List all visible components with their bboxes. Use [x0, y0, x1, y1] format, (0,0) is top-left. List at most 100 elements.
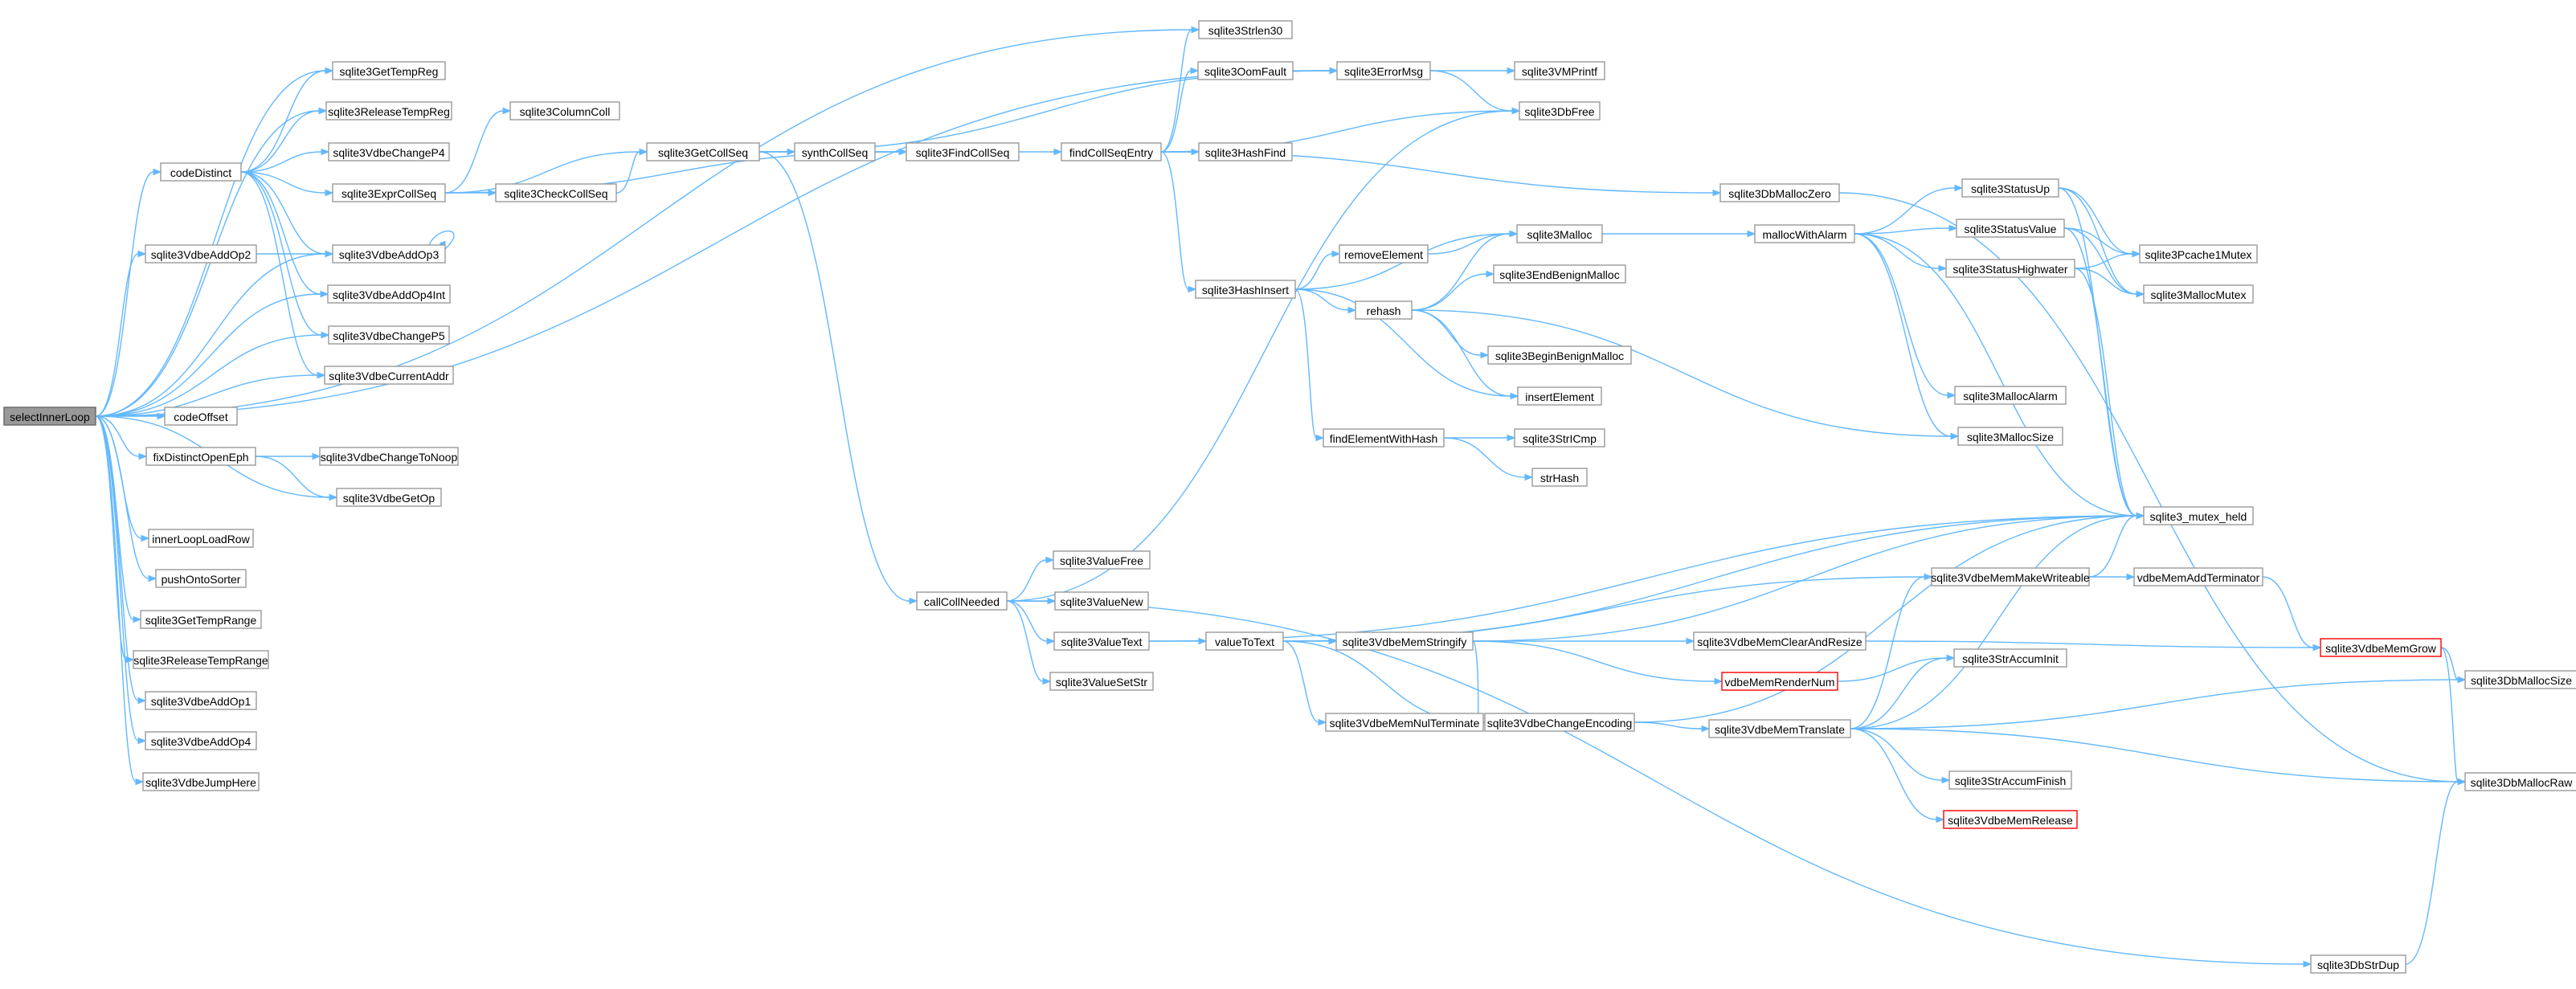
- node-sqlite3GetCollSeq[interactable]: sqlite3GetCollSeq: [646, 142, 760, 161]
- node-label-sqlite3CheckCollSeq: sqlite3CheckCollSeq: [504, 187, 607, 200]
- node-innerLoopLoadRow[interactable]: innerLoopLoadRow: [148, 529, 254, 548]
- node-codeOffset[interactable]: codeOffset: [164, 407, 238, 426]
- node-sqlite3VdbeChangeP4[interactable]: sqlite3VdbeChangeP4: [328, 142, 450, 161]
- node-sqlite3VdbeChangeToNoop[interactable]: sqlite3VdbeChangeToNoop: [319, 447, 459, 466]
- node-label-sqlite3GetTempReg: sqlite3GetTempReg: [340, 65, 439, 78]
- node-pushOntoSorter[interactable]: pushOntoSorter: [155, 569, 247, 588]
- node-sqlite3StatusHighwater[interactable]: sqlite3StatusHighwater: [1945, 259, 2075, 278]
- node-sqlite3GetTempReg[interactable]: sqlite3GetTempReg: [332, 61, 446, 80]
- node-vdbeMemRenderNum[interactable]: vdbeMemRenderNum: [1721, 672, 1838, 691]
- edge-sqlite3VdbeMemTranslate-to-sqlite3DbMallocRaw: [1850, 728, 2467, 786]
- node-sqlite3VMPrintf[interactable]: sqlite3VMPrintf: [1514, 61, 1605, 80]
- node-label-sqlite3OomFault: sqlite3OomFault: [1204, 65, 1286, 78]
- node-sqlite3ValueFree[interactable]: sqlite3ValueFree: [1053, 550, 1151, 570]
- node-strHash[interactable]: strHash: [1531, 468, 1588, 487]
- edge-rehash-to-sqlite3EndBenignMalloc: [1411, 270, 1495, 311]
- node-sqlite3_mutex_held[interactable]: sqlite3_mutex_held: [2143, 506, 2254, 525]
- node-sqlite3ErrorMsg[interactable]: sqlite3ErrorMsg: [1336, 61, 1431, 80]
- node-sqlite3VdbeAddOp4Int[interactable]: sqlite3VdbeAddOp4Int: [327, 284, 451, 304]
- node-sqlite3EndBenignMalloc[interactable]: sqlite3EndBenignMalloc: [1493, 264, 1626, 284]
- edge-selectInnerLoop-to-sqlite3GetTempReg: [95, 67, 334, 417]
- node-label-selectInnerLoop: selectInnerLoop: [10, 411, 90, 423]
- node-sqlite3VdbeGetOp[interactable]: sqlite3VdbeGetOp: [336, 488, 442, 507]
- node-sqlite3VdbeMemStringify[interactable]: sqlite3VdbeMemStringify: [1335, 631, 1474, 651]
- node-mallocWithAlarm[interactable]: mallocWithAlarm: [1754, 224, 1855, 243]
- node-sqlite3ValueText[interactable]: sqlite3ValueText: [1053, 631, 1150, 651]
- node-selectInnerLoop[interactable]: selectInnerLoop: [3, 407, 96, 426]
- node-label-fixDistinctOpenEph: fixDistinctOpenEph: [153, 451, 248, 464]
- node-sqlite3StatusUp[interactable]: sqlite3StatusUp: [1961, 178, 2059, 198]
- node-label-sqlite3VdbeAddOp4Int: sqlite3VdbeAddOp4Int: [333, 288, 445, 301]
- node-sqlite3Pcache1Mutex[interactable]: sqlite3Pcache1Mutex: [2139, 244, 2258, 264]
- node-findElementWithHash[interactable]: findElementWithHash: [1323, 428, 1445, 448]
- node-sqlite3ReleaseTempReg[interactable]: sqlite3ReleaseTempReg: [325, 101, 452, 121]
- node-sqlite3MallocMutex[interactable]: sqlite3MallocMutex: [2143, 284, 2254, 304]
- edge-findElementWithHash-to-sqlite3StrICmp: [1443, 434, 1516, 442]
- node-label-sqlite3HashInsert: sqlite3HashInsert: [1202, 284, 1289, 296]
- node-sqlite3VdbeMemTranslate[interactable]: sqlite3VdbeMemTranslate: [1708, 719, 1851, 738]
- node-sqlite3HashInsert[interactable]: sqlite3HashInsert: [1195, 280, 1296, 299]
- node-fixDistinctOpenEph[interactable]: fixDistinctOpenEph: [145, 447, 256, 466]
- node-sqlite3VdbeMemClearAndResize[interactable]: sqlite3VdbeMemClearAndResize: [1693, 631, 1867, 651]
- node-sqlite3Strlen30[interactable]: sqlite3Strlen30: [1198, 20, 1293, 39]
- edge-sqlite3VdbeMemStringify-to-sqlite3VdbeChangeEncoding: [1472, 640, 1486, 726]
- node-sqlite3VdbeMemRelease[interactable]: sqlite3VdbeMemRelease: [1943, 810, 2078, 829]
- node-sqlite3VdbeMemMakeWriteable[interactable]: sqlite3VdbeMemMakeWriteable: [1931, 567, 2090, 586]
- node-sqlite3DbStrDup[interactable]: sqlite3DbStrDup: [2310, 954, 2406, 974]
- node-sqlite3VdbeJumpHere[interactable]: sqlite3VdbeJumpHere: [142, 772, 260, 791]
- node-sqlite3VdbeChangeP5[interactable]: sqlite3VdbeChangeP5: [328, 325, 450, 345]
- node-sqlite3GetTempRange[interactable]: sqlite3GetTempRange: [140, 610, 262, 629]
- node-sqlite3MallocSize[interactable]: sqlite3MallocSize: [1957, 427, 2063, 446]
- node-sqlite3VdbeAddOp1[interactable]: sqlite3VdbeAddOp1: [145, 691, 257, 710]
- node-sqlite3CheckCollSeq[interactable]: sqlite3CheckCollSeq: [495, 183, 617, 202]
- edge-findCollSeqEntry-to-sqlite3Strlen30: [1160, 26, 1200, 153]
- edge-codeDistinct-to-sqlite3VdbeCurrentAddr: [240, 171, 326, 379]
- node-label-sqlite3ColumnColl: sqlite3ColumnColl: [520, 105, 611, 118]
- node-label-sqlite3GetCollSeq: sqlite3GetCollSeq: [658, 146, 748, 159]
- node-sqlite3StrICmp[interactable]: sqlite3StrICmp: [1514, 428, 1605, 448]
- node-removeElement[interactable]: removeElement: [1339, 244, 1429, 264]
- node-codeDistinct[interactable]: codeDistinct: [160, 162, 242, 182]
- node-sqlite3VdbeMemNulTerminate[interactable]: sqlite3VdbeMemNulTerminate: [1325, 713, 1484, 732]
- node-synthCollSeq[interactable]: synthCollSeq: [794, 142, 876, 161]
- node-label-findElementWithHash: findElementWithHash: [1330, 432, 1438, 445]
- node-sqlite3DbMallocZero[interactable]: sqlite3DbMallocZero: [1719, 183, 1840, 202]
- edge-selectInnerLoop-to-sqlite3VdbeAddOp3: [95, 250, 334, 417]
- node-sqlite3VdbeChangeEncoding[interactable]: sqlite3VdbeChangeEncoding: [1484, 713, 1635, 732]
- node-vdbeMemAddTerminator[interactable]: vdbeMemAddTerminator: [2133, 567, 2263, 586]
- node-sqlite3VdbeAddOp2[interactable]: sqlite3VdbeAddOp2: [145, 244, 257, 264]
- node-sqlite3ValueSetStr[interactable]: sqlite3ValueSetStr: [1049, 672, 1154, 691]
- node-sqlite3VdbeAddOp4[interactable]: sqlite3VdbeAddOp4: [145, 731, 257, 750]
- node-sqlite3ReleaseTempRange[interactable]: sqlite3ReleaseTempRange: [133, 650, 269, 669]
- node-sqlite3DbMallocRaw[interactable]: sqlite3DbMallocRaw: [2464, 772, 2576, 791]
- node-sqlite3ValueNew[interactable]: sqlite3ValueNew: [1054, 591, 1149, 611]
- node-label-sqlite3VdbeChangeEncoding: sqlite3VdbeChangeEncoding: [1487, 717, 1633, 729]
- node-sqlite3VdbeAddOp3[interactable]: sqlite3VdbeAddOp3: [332, 244, 446, 264]
- node-valueToText[interactable]: valueToText: [1205, 631, 1284, 651]
- edge-vdbeMemAddTerminator-to-sqlite3VdbeMemGrow: [2262, 576, 2322, 652]
- node-label-sqlite3Pcache1Mutex: sqlite3Pcache1Mutex: [2145, 248, 2251, 261]
- node-sqlite3OomFault[interactable]: sqlite3OomFault: [1197, 61, 1294, 80]
- node-sqlite3ExprCollSeq[interactable]: sqlite3ExprCollSeq: [332, 183, 446, 202]
- node-sqlite3Malloc[interactable]: sqlite3Malloc: [1516, 224, 1603, 243]
- node-sqlite3VdbeMemGrow[interactable]: sqlite3VdbeMemGrow: [2320, 638, 2442, 657]
- node-label-sqlite3DbMallocZero: sqlite3DbMallocZero: [1728, 187, 1831, 200]
- node-findCollSeqEntry[interactable]: findCollSeqEntry: [1061, 142, 1162, 161]
- node-rehash[interactable]: rehash: [1355, 300, 1413, 320]
- node-sqlite3FindCollSeq[interactable]: sqlite3FindCollSeq: [906, 142, 1020, 161]
- node-sqlite3StrAccumFinish[interactable]: sqlite3StrAccumFinish: [1948, 770, 2072, 790]
- node-insertElement[interactable]: insertElement: [1517, 386, 1602, 406]
- node-sqlite3DbFree[interactable]: sqlite3DbFree: [1519, 101, 1601, 121]
- node-sqlite3MallocAlarm[interactable]: sqlite3MallocAlarm: [1954, 386, 2067, 405]
- edge-rehash-to-sqlite3Malloc: [1411, 230, 1519, 311]
- node-sqlite3HashFind[interactable]: sqlite3HashFind: [1198, 142, 1293, 161]
- edge-fixDistinctOpenEph-to-sqlite3VdbeChangeToNoop: [256, 452, 321, 460]
- node-sqlite3DbMallocSize[interactable]: sqlite3DbMallocSize: [2464, 670, 2576, 689]
- node-sqlite3StatusValue[interactable]: sqlite3StatusValue: [1956, 219, 2065, 238]
- node-sqlite3ColumnColl[interactable]: sqlite3ColumnColl: [509, 101, 620, 121]
- node-sqlite3BeginBenignMalloc[interactable]: sqlite3BeginBenignMalloc: [1487, 345, 1632, 365]
- node-callCollNeeded[interactable]: callCollNeeded: [916, 591, 1008, 611]
- edge-sqlite3VdbeMemTranslate-to-sqlite3StrAccumInit: [1850, 654, 1956, 729]
- node-sqlite3StrAccumInit[interactable]: sqlite3StrAccumInit: [1953, 648, 2067, 668]
- node-sqlite3VdbeCurrentAddr[interactable]: sqlite3VdbeCurrentAddr: [324, 366, 454, 385]
